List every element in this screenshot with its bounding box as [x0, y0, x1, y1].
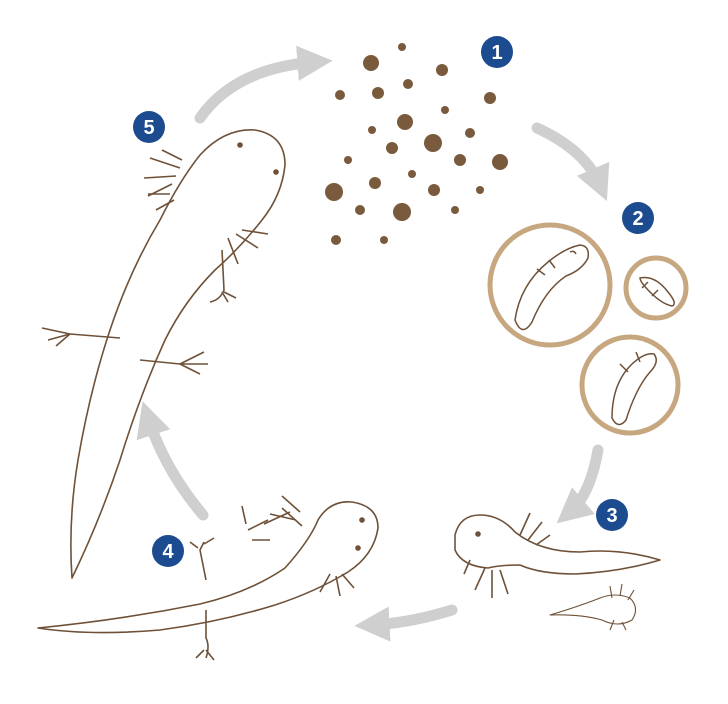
egg-small-right [623, 255, 689, 321]
badge-number: 4 [162, 541, 174, 563]
badge-circle [596, 499, 628, 531]
hatchling-larvae [454, 512, 661, 631]
egg-cluster [325, 43, 508, 245]
stage-badge-4: 4 [152, 535, 184, 567]
egg-large [487, 222, 613, 348]
stage-badge-1: 1 [481, 36, 513, 68]
arrow-4-to-5 [136, 401, 209, 521]
badge-number: 2 [632, 208, 643, 230]
stage-badge-5: 5 [133, 111, 165, 143]
badge-circle [133, 111, 165, 143]
badge-number: 1 [491, 42, 502, 64]
badge-circle [481, 36, 513, 68]
stage-badge-3: 3 [596, 499, 628, 531]
cycle-arrows [136, 45, 610, 642]
juvenile-axolotl [37, 495, 379, 661]
badge-circle [152, 535, 184, 567]
arrow-3-to-4 [354, 604, 458, 642]
badge-circle [622, 202, 654, 234]
egg-lower [579, 334, 681, 436]
badge-number: 3 [606, 505, 617, 527]
arrow-2-to-3 [556, 444, 604, 524]
arrow-5-to-1 [194, 45, 333, 124]
stage-badges: 1 2 3 4 5 [133, 36, 654, 567]
arrow-1-to-2 [531, 122, 610, 202]
badge-number: 5 [143, 117, 154, 139]
embryo-eggs [487, 222, 689, 436]
stage-badge-2: 2 [622, 202, 654, 234]
adult-axolotl [41, 129, 286, 579]
